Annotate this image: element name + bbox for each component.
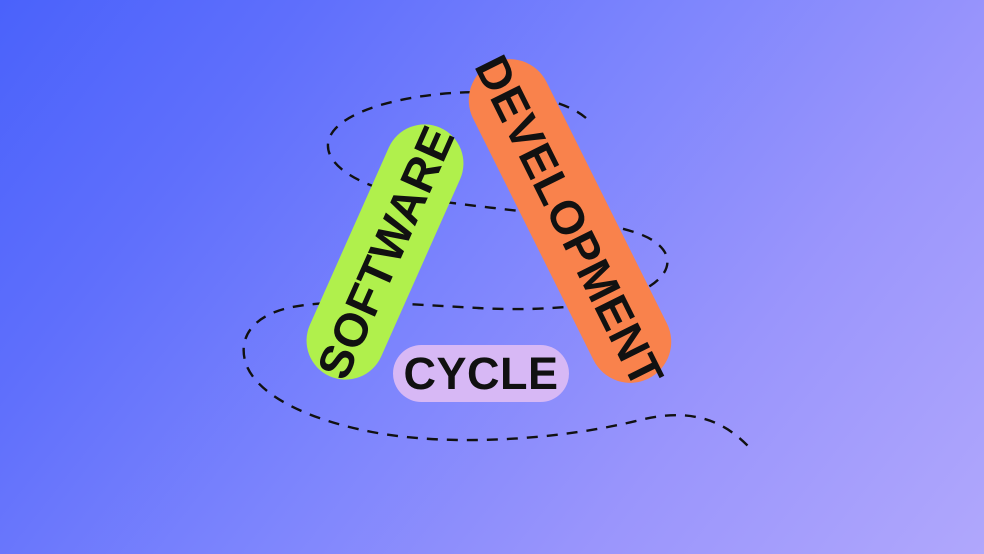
word-pill-cycle[interactable]: CYCLE [393,345,569,402]
word-label-development: DEVELOPMENT [465,46,675,396]
word-label-cycle: CYCLE [403,348,559,399]
